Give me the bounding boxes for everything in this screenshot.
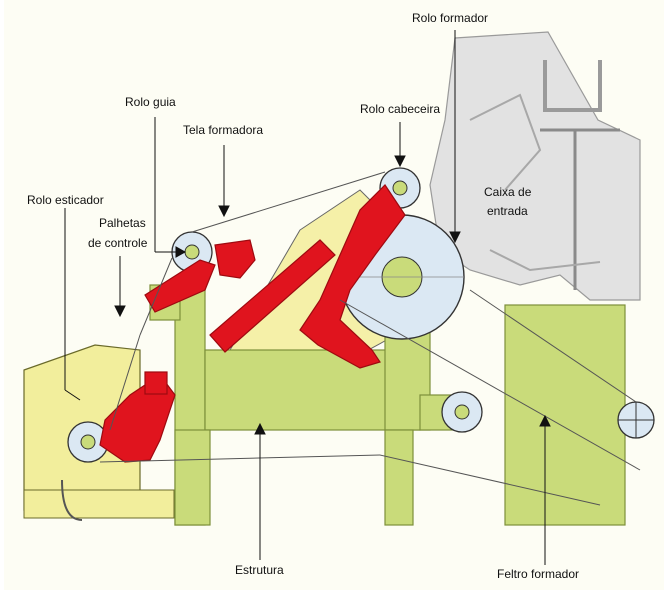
leader-lines	[64, 30, 551, 565]
label-tela-formadora: Tela formadora	[183, 123, 264, 137]
label-rolo-guia: Rolo guia	[125, 95, 176, 109]
label-rolo-formador: Rolo formador	[412, 11, 489, 25]
wire-and-felt-lines	[99, 171, 641, 506]
label-palhetas-1: Palhetas	[99, 216, 146, 230]
roll-esticador	[67, 421, 109, 463]
label-estrutura: Estrutura	[235, 563, 284, 577]
label-caixa-de-entrada-2: entrada	[487, 204, 528, 218]
label-rolo-cabeceira: Rolo cabeceira	[360, 102, 441, 116]
label-caixa-de-entrada-1: Caixa de	[484, 185, 532, 199]
label-rolo-esticador: Rolo esticador	[27, 193, 104, 207]
headbox-caixa-de-entrada	[429, 31, 641, 301]
red-mechanisms	[99, 184, 406, 463]
roll-right	[617, 401, 655, 439]
label-palhetas-2: de controle	[88, 236, 148, 250]
roll-lower	[441, 391, 483, 433]
label-feltro-formador: Feltro formador	[497, 567, 580, 581]
